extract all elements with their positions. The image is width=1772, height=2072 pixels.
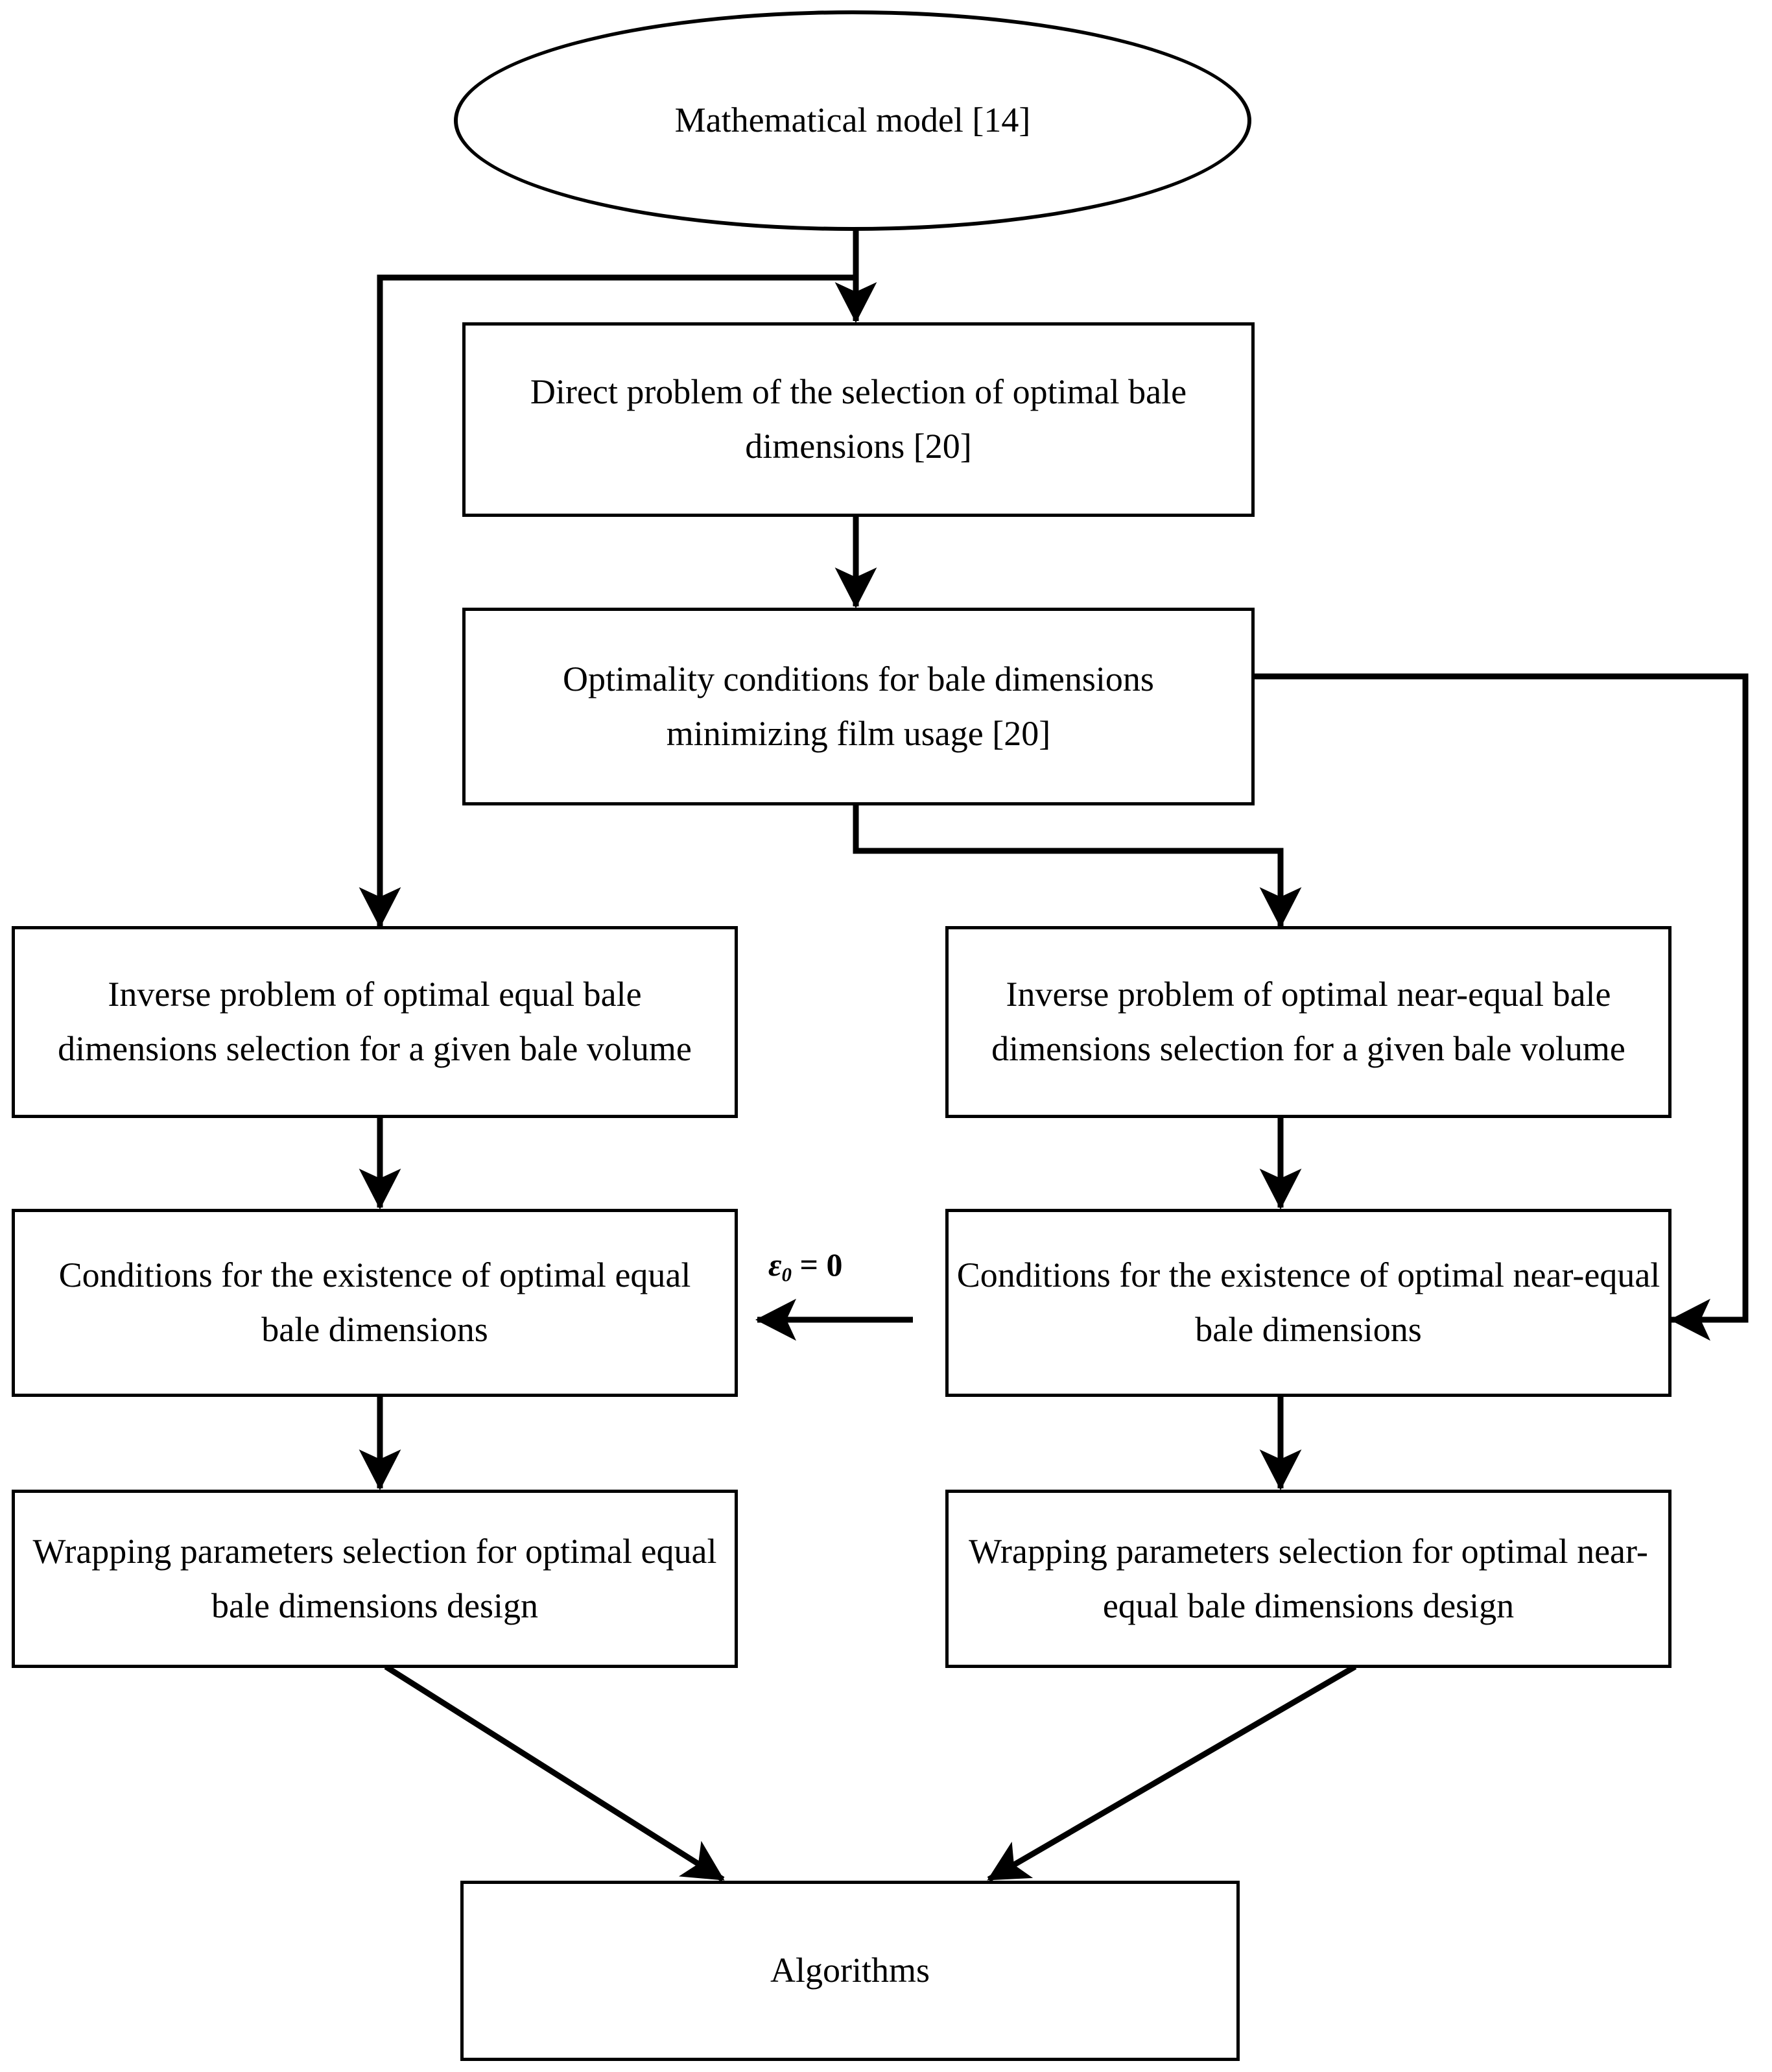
edge-optimality-to-inverse-near-equal xyxy=(853,804,1284,908)
node-mathematical-model[interactable]: Mathematical model [14] xyxy=(454,10,1251,231)
edge-label-epsilon-zero: ε0 = 0 xyxy=(768,1248,843,1285)
node-optimality-conditions[interactable]: Optimality conditions for bale dimension… xyxy=(462,608,1255,805)
node-conditions-existence-near-equal-label: Conditions for the existence of optimal … xyxy=(956,1256,1660,1349)
node-inverse-problem-equal[interactable]: Inverse problem of optimal equal bale di… xyxy=(12,926,738,1118)
node-optimality-conditions-label: Optimality conditions for bale dimension… xyxy=(563,659,1154,753)
node-inverse-problem-equal-label: Inverse problem of optimal equal bale di… xyxy=(58,975,692,1068)
epsilon-value: 0 xyxy=(826,1246,843,1283)
node-inverse-problem-near-equal[interactable]: Inverse problem of optimal near-equal ba… xyxy=(945,926,1672,1118)
node-wrapping-parameters-near-equal-label: Wrapping parameters selection for optima… xyxy=(969,1531,1648,1625)
edge-model-branch-left xyxy=(377,274,856,908)
edge-wrapping-equal-to-algorithms xyxy=(384,1664,725,1882)
node-wrapping-parameters-equal[interactable]: Wrapping parameters selection for optima… xyxy=(12,1490,738,1668)
node-conditions-existence-near-equal[interactable]: Conditions for the existence of optimal … xyxy=(945,1209,1672,1397)
node-wrapping-parameters-equal-label: Wrapping parameters selection for optima… xyxy=(32,1531,717,1625)
node-mathematical-model-label: Mathematical model [14] xyxy=(674,101,1031,140)
node-inverse-problem-near-equal-label: Inverse problem of optimal near-equal ba… xyxy=(991,975,1625,1068)
node-direct-problem-label: Direct problem of the selection of optim… xyxy=(530,372,1187,466)
node-wrapping-parameters-near-equal[interactable]: Wrapping parameters selection for optima… xyxy=(945,1490,1672,1668)
edge-optimality-feedback-to-conditions-near-equal xyxy=(1255,673,1749,1323)
node-direct-problem[interactable]: Direct problem of the selection of optim… xyxy=(462,322,1255,517)
node-algorithms-label: Algorithms xyxy=(770,1951,930,1990)
epsilon-symbol: ε xyxy=(768,1246,782,1283)
equals-symbol: = xyxy=(799,1246,819,1283)
edge-wrapping-near-equal-to-algorithms xyxy=(987,1664,1357,1882)
node-algorithms[interactable]: Algorithms xyxy=(460,1881,1240,2061)
epsilon-subscript: 0 xyxy=(781,1263,792,1286)
node-conditions-existence-equal-label: Conditions for the existence of optimal … xyxy=(58,1256,691,1349)
node-conditions-existence-equal[interactable]: Conditions for the existence of optimal … xyxy=(12,1209,738,1397)
